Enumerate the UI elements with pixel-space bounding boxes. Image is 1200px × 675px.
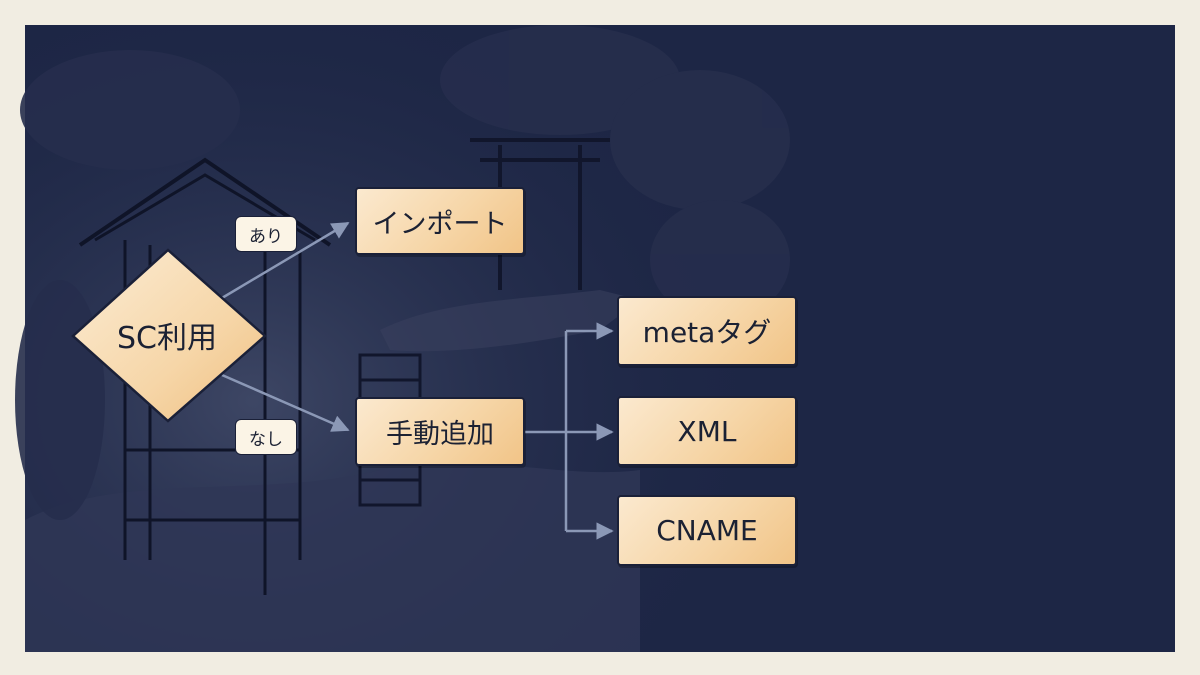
decision-diamond [71,248,267,423]
xml-node: XML [617,396,797,466]
decision-label: SC利用 [117,321,217,356]
edge-yes-to-import [221,221,350,300]
import-node: インポート [355,187,525,255]
manual-add-node: 手動追加 [355,397,525,466]
condition-yes-label: あり [235,216,297,252]
connectors [221,221,614,540]
torii-gate [470,138,610,290]
meta-tag-node: metaタグ [617,296,797,366]
foliage [15,25,790,520]
cname-node: CNAME [617,495,797,566]
edge-no-to-manual [221,373,350,432]
condition-no-label: なし [235,419,297,455]
